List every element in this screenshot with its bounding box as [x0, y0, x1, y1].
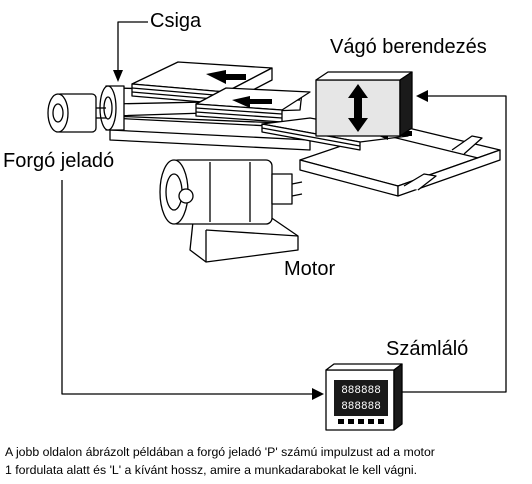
motor-label: Motor [284, 258, 336, 280]
counter-display-bottom: 888888 [341, 401, 381, 413]
conveyor-cutting-diagram: 888888 888888 [47, 21, 507, 431]
counter-device: 888888 888888 [325, 363, 403, 431]
counter-display-top: 888888 [341, 385, 381, 397]
counter-to-cutter-line [402, 90, 507, 393]
feed-arrow-1 [206, 70, 246, 84]
worm-label: Csiga [150, 10, 202, 32]
workpiece-stack-1 [131, 61, 273, 105]
encoder-to-counter-line [61, 180, 324, 400]
cutting-device [315, 71, 413, 137]
up-down-arrow-icon [348, 84, 368, 132]
output-table [299, 125, 501, 197]
counter-label: Számláló [386, 338, 469, 360]
figure-caption: A jobb oldalon ábrázolt példában a forgó… [5, 443, 528, 479]
rotary-encoder [47, 93, 106, 133]
caption-line-2: 1 fordulata alatt és 'L' a kívánt hossz,… [5, 463, 418, 477]
encoder-label: Forgó jeladó [3, 150, 115, 172]
motor [159, 159, 303, 263]
feed-arrow-2 [232, 96, 272, 108]
workpiece-stack-2 [195, 87, 311, 123]
caption-line-1: A jobb oldalon ábrázolt példában a forgó… [5, 445, 435, 459]
worm-pointer [113, 21, 148, 82]
conveyor-base [109, 117, 311, 151]
cutting-device-label: Vágó berendezés [330, 36, 487, 58]
